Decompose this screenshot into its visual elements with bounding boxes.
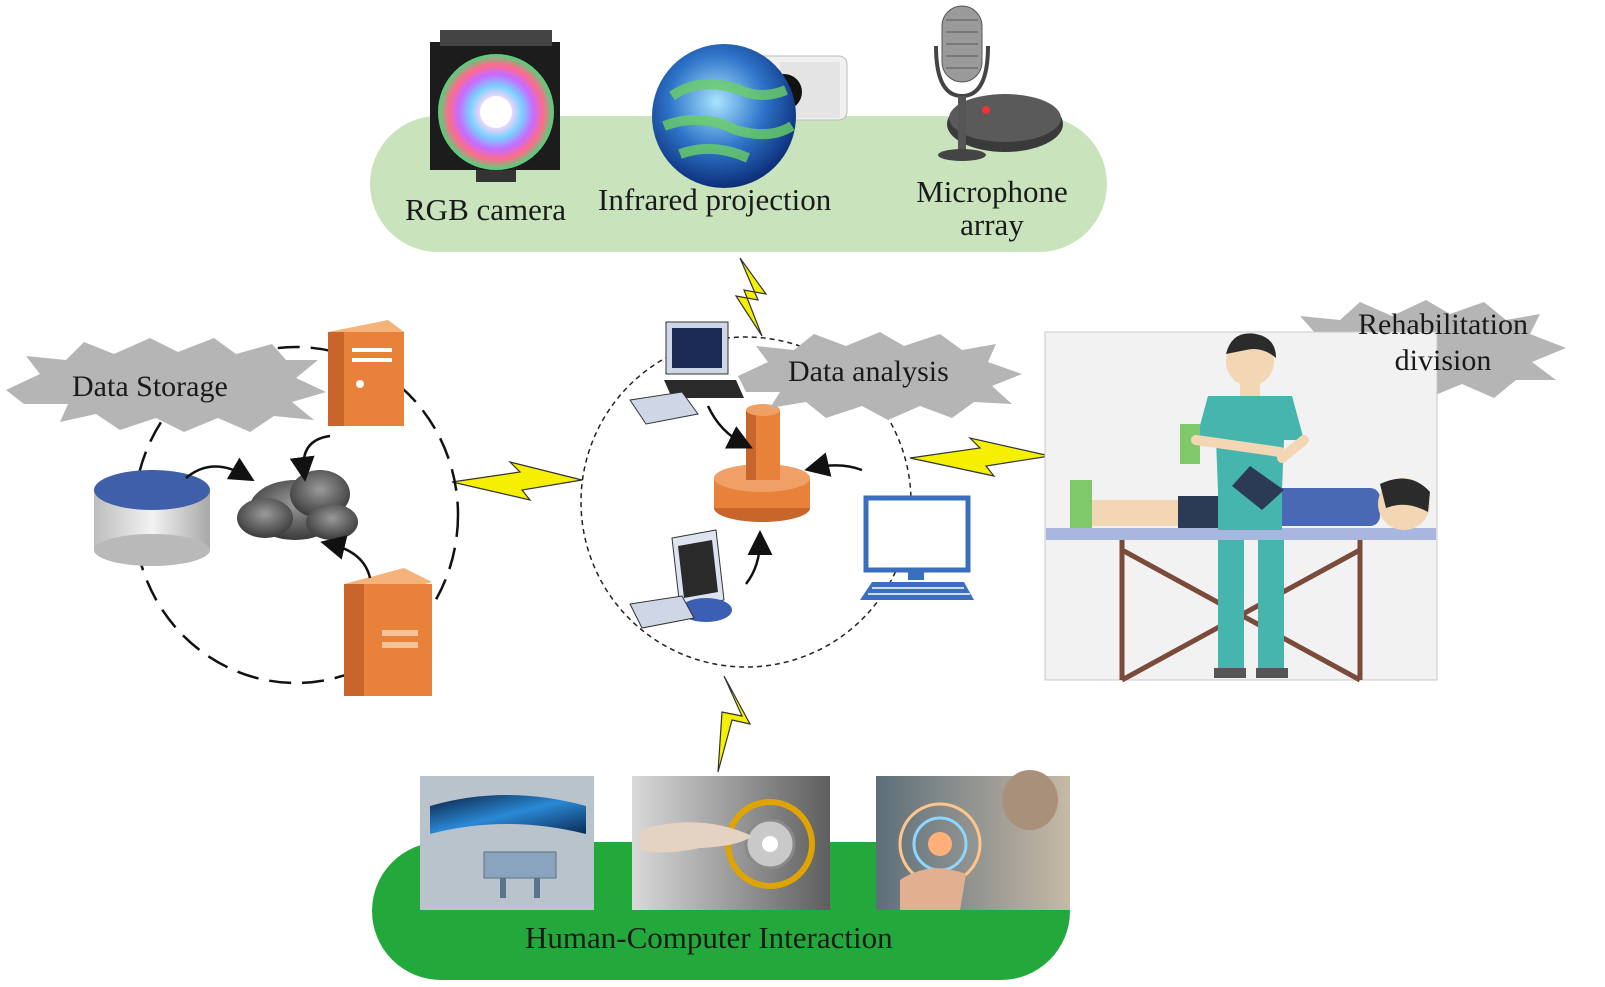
server-icon [344,568,432,696]
desktop-computer-icon [629,321,744,425]
hci-photo-control-room [420,776,594,910]
infrared-projection-label: Infrared projection [598,182,832,217]
data-storage-burst [6,338,326,432]
microphone-label-line2: array [960,206,1024,242]
microphone-icon [934,5,1063,161]
server-icon [328,320,404,426]
data-analysis-label: Data analysis [788,355,949,388]
rehab-division-label: Rehabilitation division [1333,307,1553,379]
arrow [289,434,331,482]
arrow [745,530,773,585]
hub-server-icon [714,404,810,522]
lightning-bolt-icon [909,436,1051,477]
hci-photo-touch-interface [632,776,830,910]
lightning-bolt-icon [734,257,768,337]
hci-photo-hologram [876,770,1070,910]
data-storage-label: Data Storage [72,370,228,403]
microphone-label-line1: Microphone [916,174,1068,209]
arrow [185,457,255,482]
monitor-icon [860,495,974,600]
storage-ring [132,345,460,685]
database-icon [94,470,210,566]
lightning-bolt-icon [717,675,752,773]
rgb-camera-label: RGB camera [405,192,566,227]
arrow [320,535,372,579]
rehab-scene [1044,331,1438,683]
hci-label: Human-Computer Interaction [525,920,893,955]
microphone-array-label: Microphone array [892,174,1092,242]
rgb-camera-icon [430,30,560,182]
infrared-projector-icon [652,44,848,188]
cloud-icon [237,470,358,540]
data-analysis-burst [738,332,1022,420]
rehab-label-line2: division [1394,344,1492,377]
desktop-computer-icon [629,529,732,629]
arrow [804,452,863,477]
rehab-label-line1: Rehabilitation [1358,308,1528,341]
lightning-bolt-icon [451,460,583,501]
arrow [706,405,753,449]
